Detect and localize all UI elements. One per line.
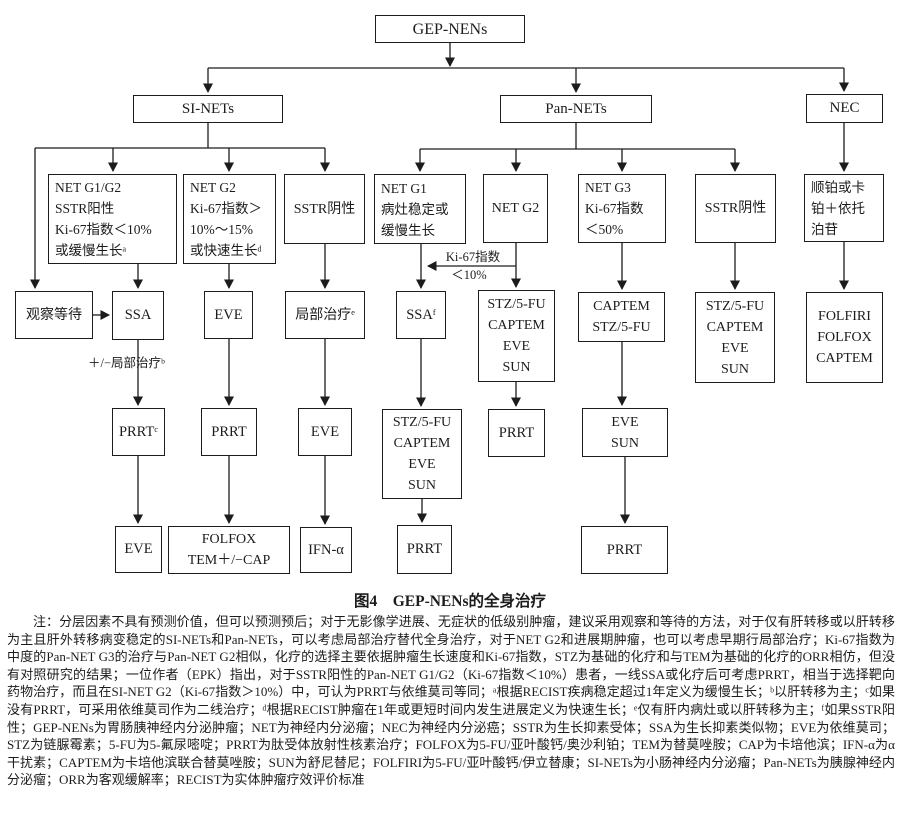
node-ifn-alpha: IFN-α: [300, 527, 352, 573]
label-ki67-lt-10: ＜10%: [451, 268, 487, 282]
node-watch-and-wait: 观察等待: [15, 291, 93, 339]
node-eve-si-g2: EVE: [204, 291, 253, 339]
node-prrt-si-g2: PRRT: [201, 408, 257, 456]
cond-pan-net-g3-ki67: NET G3 Ki-67指数 ＜50%: [578, 174, 666, 243]
node-captem-stz-pan-g3: CAPTEM STZ/5-FU: [578, 292, 665, 342]
cond-si-sstr-negative: SSTR阴性: [284, 174, 365, 244]
cond-pan-sstr-negative: SSTR阴性: [695, 174, 776, 243]
node-local-therapy: 局部治疗ᵉ: [285, 291, 365, 339]
node-ssa: SSA: [112, 291, 164, 340]
cond-pan-net-g2: NET G2: [483, 174, 548, 243]
cond-si-net-g2-ki67: NET G2 Ki-67指数＞ 10%～15% 或快速生长ᵈ: [183, 174, 276, 264]
node-ssa-f: SSAᶠ: [396, 291, 446, 339]
node-cisplatin-carboplatin-etoposide: 顺铂或卡 铂＋依托 泊苷: [804, 174, 884, 242]
node-eve-sun-pan-g3: EVE SUN: [582, 408, 668, 457]
node-eve-final-si: EVE: [115, 526, 162, 573]
node-folfox-tem-cap: FOLFOX TEM＋/−CAP: [168, 526, 290, 574]
label-ki67-index: Ki-67指数: [445, 250, 501, 264]
node-stz-captem-eve-sun-ssaf: STZ/5-FU CAPTEM EVE SUN: [382, 409, 462, 499]
node-prrt-ssaf: PRRT: [397, 525, 452, 574]
node-stz-captem-eve-sun-sstr-neg: STZ/5-FU CAPTEM EVE SUN: [695, 292, 775, 383]
node-gep-nens: GEP-NENs: [375, 15, 525, 43]
label-plus-minus-local-therapy: ＋/−局部治疗ᵇ: [88, 356, 165, 370]
figure-notes: 注：分层因素不具有预测价值，但可以预测预后；对于无影像学进展、无症状的低级别肿瘤…: [7, 614, 895, 788]
node-prrt-c: PRRTᶜ: [112, 408, 165, 456]
node-folfiri-folfox-captem: FOLFIRI FOLFOX CAPTEM: [806, 292, 883, 383]
node-stz-captem-eve-sun-pan-g2: STZ/5-FU CAPTEM EVE SUN: [478, 290, 555, 382]
node-nec: NEC: [806, 94, 883, 123]
node-pan-nets: Pan-NETs: [500, 95, 652, 123]
cond-pan-net-g1-stable: NET G1 病灶稳定或 缓慢生长: [374, 174, 466, 244]
node-prrt-pan-g3: PRRT: [581, 526, 668, 574]
node-prrt-pan-g2: PRRT: [488, 409, 545, 457]
flowchart-connectors: [30, 43, 849, 525]
node-si-nets: SI-NETs: [133, 95, 283, 123]
node-eve-sstr-neg: EVE: [298, 408, 352, 456]
figure-caption: 图4 GEP-NENs的全身治疗: [353, 593, 547, 610]
cond-si-net-g1g2-sstr-positive: NET G1/G2 SSTR阳性 Ki-67指数＜10% 或缓慢生长ᵃ: [48, 174, 177, 264]
